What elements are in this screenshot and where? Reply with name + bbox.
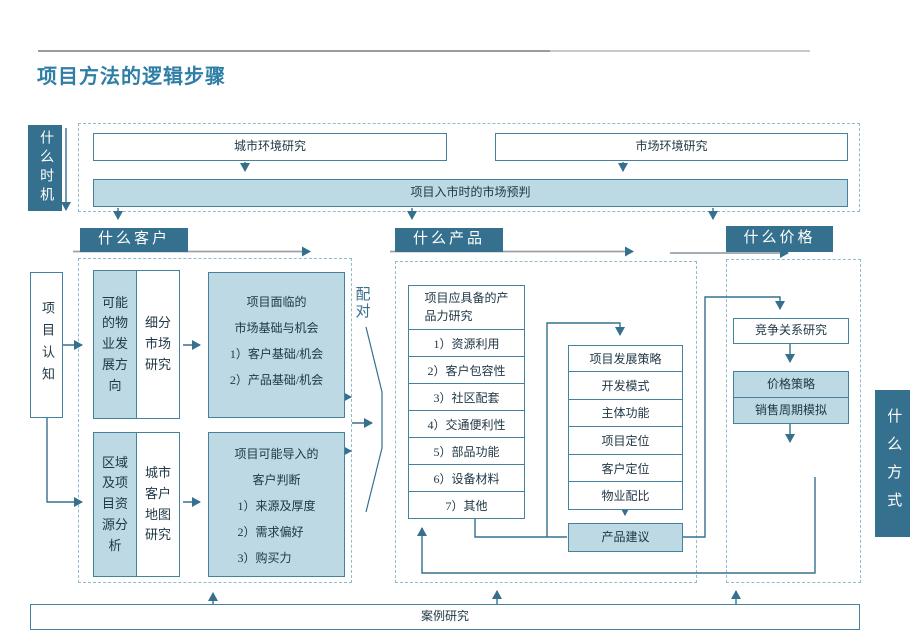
product-table-row: 7）其他 [408,491,525,519]
project-cognition-box: 项目认知 [30,272,63,418]
product-table-row: 6）设备材料 [408,464,525,492]
product-table-header: 项目应具备的产 品力研究 [408,285,525,330]
product-table-row: 2）客户包容性 [408,356,525,384]
section-label-price: 什么价格 [726,226,833,252]
customer-judgement-title: 项目可能导入的 客户判断 [234,447,319,487]
case-study-bar: 案例研究 [30,604,860,630]
customer-judgement-box: 项目可能导入的 客户判断 1）来源及厚度 2）需求偏好 3）购买力 [208,432,345,577]
pairing-brace [365,326,383,513]
sales-cycle-box: 销售周期模拟 [733,397,849,424]
section-label-product: 什么产品 [395,228,503,252]
price-strategy-box: 价格策略 [733,371,849,398]
sidebar-label-timing: 什么时机 [28,125,62,211]
table-to-strategy-arrow [546,322,625,537]
product-table-row: 1）资源利用 [408,329,525,357]
price-feedback-arrow [417,477,816,574]
strategy-table-row: 主体功能 [568,398,683,428]
property-direction-box: 可能 的物 业发 展方 向 [93,270,137,419]
strategy-table-header: 项目发展策略 [568,345,683,372]
table-to-suggestion-line [474,519,567,538]
page-title: 项目方法的逻辑步骤 [37,66,226,88]
section-label-customer: 什么客户 [80,228,188,252]
customer-judgement-items: 1）来源及厚度 2）需求偏好 3）购买力 [237,499,316,565]
header-rule-left [38,50,550,52]
product-table-row: 5）部品功能 [408,437,525,465]
segment-research-box: 细分 市场 研究 [136,270,180,419]
market-forecast-bar: 项目入市时的市场预判 [93,179,848,207]
region-resource-box: 区域 及项 目资 源分 析 [93,432,137,577]
customer-map-box: 城市 客户 地图 研究 [136,432,180,577]
cognition-to-resource-arrow [46,418,83,507]
strategy-table-row: 开发模式 [568,371,683,400]
strategy-table-row: 物业配比 [568,481,683,510]
pairing-label: 配 对 [355,287,371,320]
sidebar-label-method: 什么方式 [875,390,910,537]
city-environment-research-box: 城市环境研究 [93,133,447,161]
product-section-frame [395,261,697,583]
market-environment-research-box: 市场环境研究 [495,133,848,161]
competition-research-box: 竞争关系研究 [733,318,849,344]
market-opportunity-title: 项目面临的 市场基础与机会 [234,295,319,335]
suggestion-to-competition-arrow [683,296,785,538]
timing-section-frame [78,123,860,212]
product-suggestion-box: 产品建议 [568,523,683,552]
market-opportunity-items: 1）客户基础/机会 2）产品基础/机会 [229,347,324,387]
product-table-row: 3）社区配套 [408,383,525,411]
product-table-row: 4）交通便利性 [408,410,525,438]
strategy-table-row: 客户定位 [568,453,683,483]
header-rule-right [550,50,810,52]
price-section-frame [726,259,861,583]
strategy-table-row: 项目定位 [568,426,683,455]
customer-section-frame [78,258,352,583]
market-opportunity-box: 项目面临的 市场基础与机会 1）客户基础/机会 2）产品基础/机会 [208,272,345,418]
